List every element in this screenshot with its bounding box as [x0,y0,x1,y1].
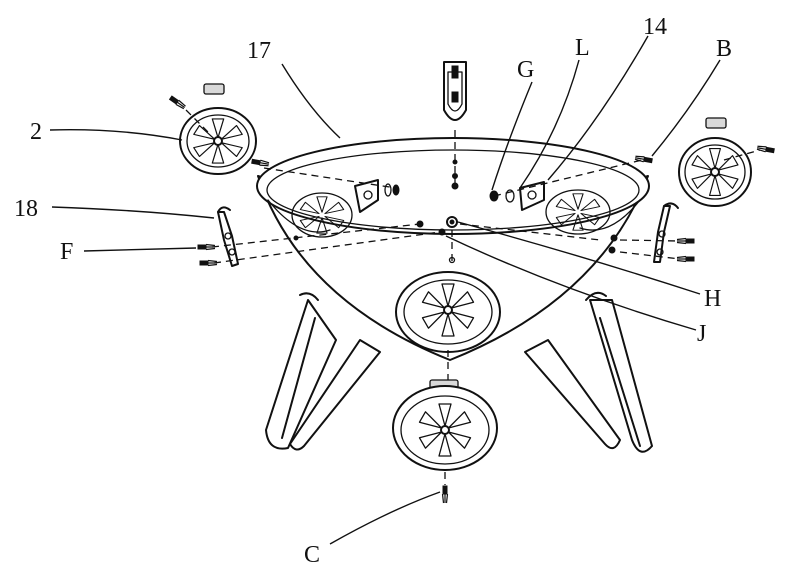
label-part-14: 14 [643,14,667,40]
bolt-h [446,216,458,228]
bottom-vent [392,350,498,504]
inner-vent-right [545,189,611,235]
label-part-2: 2 [30,119,42,145]
vent-right [634,117,775,207]
label-part-18: 18 [14,196,38,222]
label-part-c: C [304,542,320,568]
screws-right [608,234,695,263]
label-part-17: 17 [247,38,271,64]
side-bracket-left-18 [217,206,239,267]
label-part-j: J [697,321,706,347]
grill-legs [265,291,653,453]
label-part-b: B [716,36,732,62]
front-vent [395,271,501,353]
label-part-g: G [517,57,534,83]
label-part-l: L [575,35,590,61]
side-bracket-right [653,202,679,263]
assembly-guide-lines [211,149,761,264]
vent-part-2 [168,83,270,175]
top-handle [443,61,467,190]
leader-lines [49,35,721,545]
washer-g-left [384,183,400,197]
part-labels: 2 17 18 14 G L B F H J C [14,14,732,568]
inner-vent-left [291,192,353,238]
label-part-h: H [704,286,721,312]
label-part-f: F [60,239,73,265]
inner-bracket-left [354,179,379,213]
inner-bracket-right [519,181,545,211]
